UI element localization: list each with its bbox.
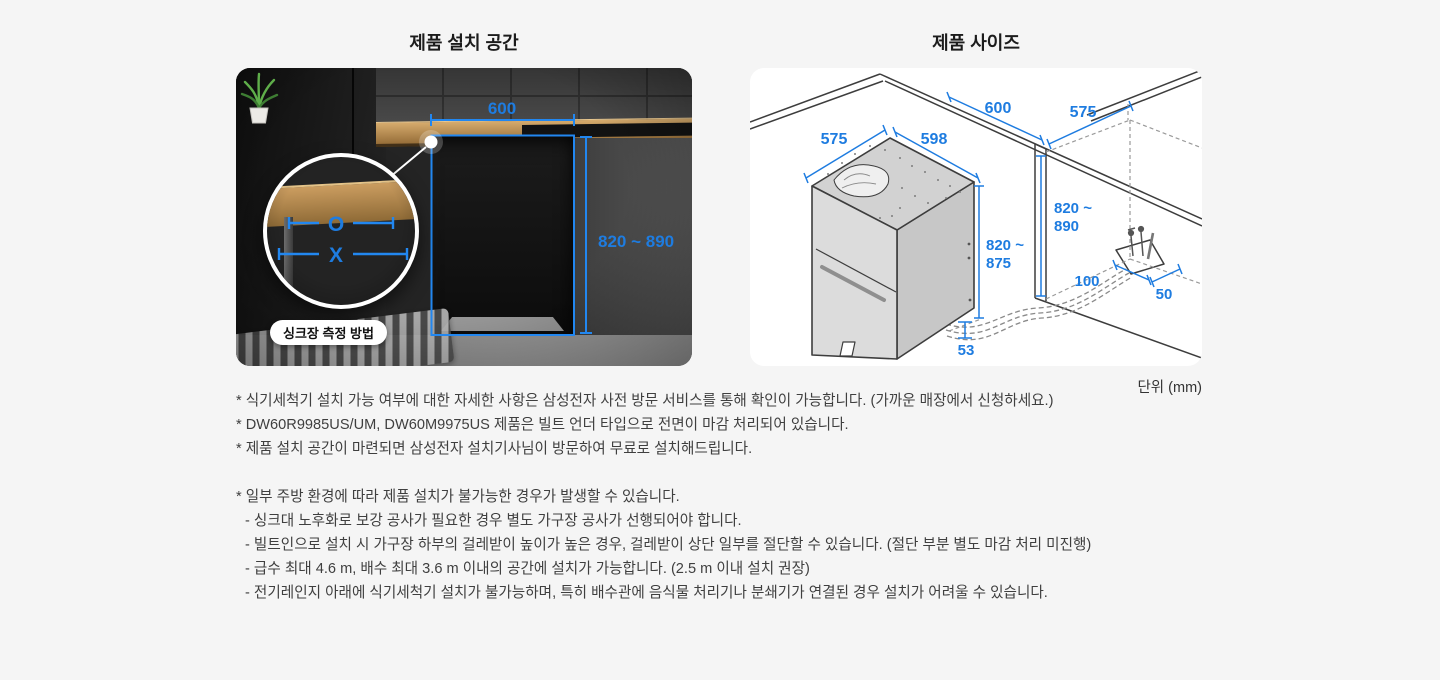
callout-line (389, 146, 427, 178)
footnotes: * 식기세척기 설치 가능 여부에 대한 자세한 사항은 삼성전자 사전 방문 … (236, 389, 1226, 605)
note-line: * 제품 설치 공간이 마련되면 삼성전자 설치기사님이 방문하여 무료로 설치… (236, 441, 753, 457)
measure-method-badge: 싱크장 측정 방법 (270, 320, 387, 345)
top-cutaway (833, 164, 890, 198)
product-height-label-2: 875 (986, 255, 1011, 272)
opening-height-label-2: 890 (1054, 218, 1079, 235)
cabinet-depth-label: 575 (1070, 104, 1097, 121)
wrong-measure-mark: X (329, 244, 343, 267)
base-height-label: 53 (958, 342, 975, 359)
floor-hole (1115, 239, 1165, 275)
product-height-label-1: 820 ~ (986, 237, 1024, 254)
kick-notch (839, 341, 856, 357)
note-line: * 일부 주방 환경에 따라 제품 설치가 불가능한 경우가 발생할 수 있습니… (236, 489, 680, 505)
unit-note: 단위 (mm) (1137, 380, 1202, 396)
note-line: * 식기세척기 설치 가능 여부에 대한 자세한 사항은 삼성전자 사전 방문 … (236, 393, 1054, 409)
plant-decoration (240, 72, 279, 124)
correct-measure-mark: O (328, 213, 344, 236)
inset-marks: O X (277, 213, 409, 267)
opening-width-label: 600 (488, 99, 516, 118)
water-hoses (945, 268, 1133, 341)
cabinet-opening (431, 135, 574, 335)
opening-outline (430, 134, 575, 336)
product-width-label: 598 (921, 131, 948, 148)
product-size-image: 575 598 600 575 820 ~ 875 820 ~ 890 100 … (750, 68, 1202, 366)
opening-width-label: 600 (985, 100, 1012, 117)
opening-floor (441, 317, 564, 331)
install-dimension-overlay: 600 820 ~ 890 (389, 99, 674, 336)
insulation-speckles (827, 145, 961, 219)
product-size-title: 제품 사이즈 (932, 33, 1020, 53)
door-edge (352, 68, 354, 228)
hinge-dots (967, 242, 972, 302)
door-handle (820, 265, 886, 302)
dimension-lines (803, 91, 1183, 339)
inset-cabinet-frame (284, 217, 293, 305)
note-line: * DW60R9985US/UM, DW60M9975US 제품은 빌트 언더 … (236, 417, 849, 433)
product-size-drawing: 575 598 600 575 820 ~ 875 820 ~ 890 100 … (750, 69, 1202, 360)
inset-shade (267, 157, 415, 305)
opening-height-label: 820 ~ 890 (598, 232, 674, 251)
cabinet-lines (750, 69, 1202, 359)
opening-height-label-1: 820 ~ (1054, 200, 1092, 217)
callout-dot (424, 135, 438, 149)
tile-backsplash (376, 68, 692, 126)
cabinet-front (574, 138, 692, 338)
install-space-title: 제품 설치 공간 (409, 33, 519, 53)
measure-method-inset: O X (263, 153, 419, 309)
hole-offset-label: 50 (1156, 286, 1173, 303)
note-subline: - 전기레인지 아래에 식기세척기 설치가 불가능하며, 특히 배수관에 음식물… (245, 585, 1048, 601)
note-subline: - 싱크대 노후화로 보강 공사가 필요한 경우 별도 가구장 공사가 선행되어… (245, 513, 742, 529)
hole-width-label: 100 (1074, 273, 1099, 290)
note-subline: - 빌트인으로 설치 시 가구장 하부의 걸레받이 높이가 높은 경우, 걸레받… (245, 537, 1092, 553)
dishwasher (811, 137, 975, 360)
valve-icons (1127, 225, 1155, 260)
note-subline: - 급수 최대 4.6 m, 배수 최대 3.6 m 이내의 공간에 설치가 가… (245, 561, 810, 577)
install-space-image: 600 820 ~ 890 O X 싱크장 측정 방법 (236, 68, 692, 366)
product-depth-label: 575 (821, 131, 848, 148)
